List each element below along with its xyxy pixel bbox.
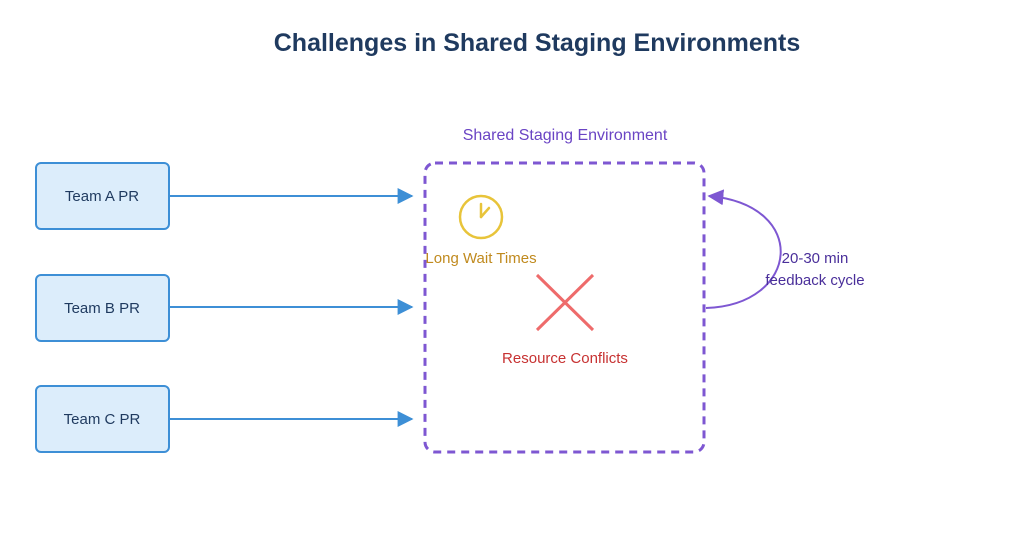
team-a-node: Team A PR — [35, 162, 170, 230]
team-b-node: Team B PR — [35, 274, 170, 342]
feedback-line-1: 20-30 min — [782, 250, 849, 267]
resource-conflicts-label: Resource Conflicts — [502, 350, 628, 367]
environment-label: Shared Staging Environment — [463, 127, 668, 144]
team-a-label: Team A PR — [65, 188, 139, 205]
wait-times-label: Long Wait Times — [425, 250, 536, 267]
diagram-title: Challenges in Shared Staging Environment… — [274, 29, 801, 57]
clock-icon — [458, 194, 504, 240]
team-b-box — [35, 274, 170, 342]
feedback-line-2: feedback cycle — [765, 272, 864, 289]
team-c-box — [35, 385, 170, 453]
team-b-label: Team B PR — [64, 300, 140, 317]
x-mark-icon — [535, 273, 595, 332]
environment-box — [423, 161, 706, 454]
team-c-label: Team C PR — [64, 411, 141, 428]
team-a-box — [35, 162, 170, 230]
team-c-node: Team C PR — [35, 385, 170, 453]
feedback-loop-arrow — [705, 189, 782, 309]
